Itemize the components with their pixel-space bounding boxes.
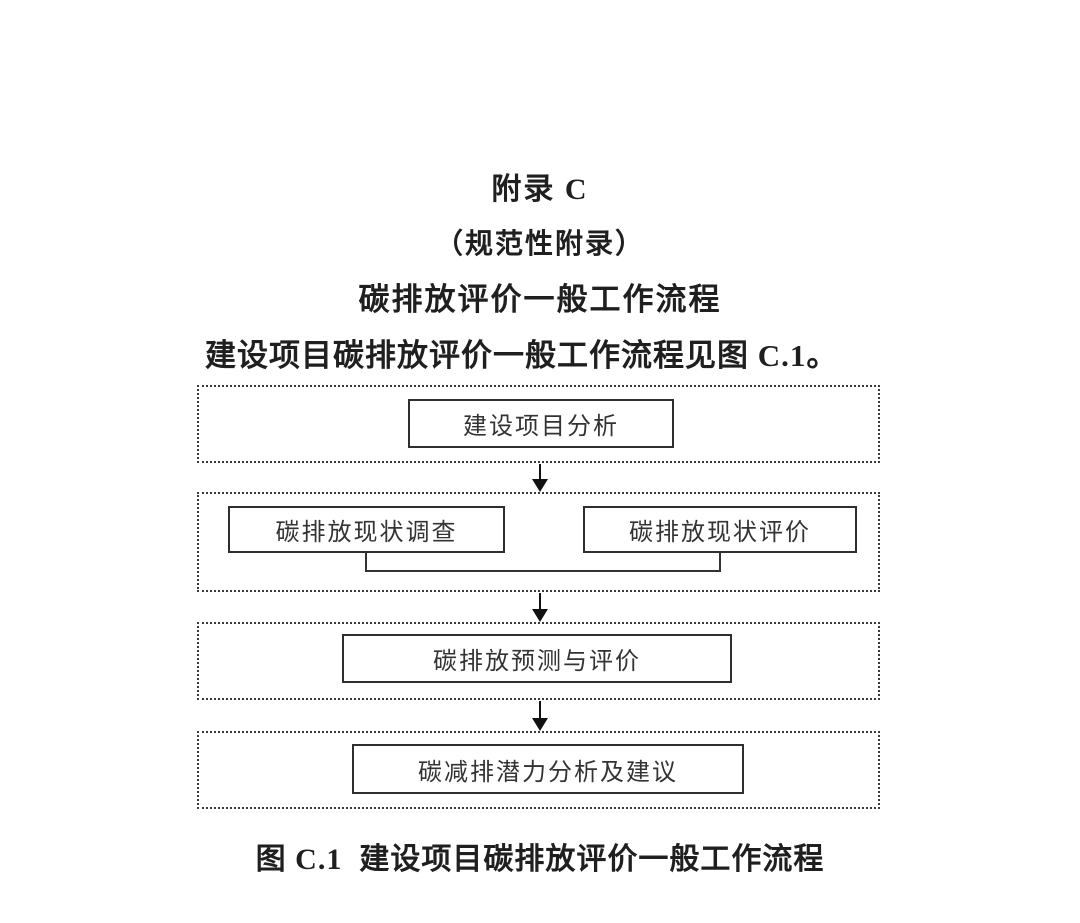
- merge-connector-horizontal-line: [365, 570, 721, 572]
- appendix-title: 附录 C: [491, 173, 589, 206]
- flow-stage-container-2: [197, 492, 880, 592]
- down-arrow-icon: [532, 593, 548, 622]
- arrow-head: [532, 479, 548, 492]
- figure-caption: 图 C.1 建设项目碳排放评价一般工作流程: [255, 843, 825, 876]
- merge-connector-right-line: [719, 553, 721, 572]
- flow-stage-container-3: [197, 622, 880, 700]
- appendix-normative-note: （规范性附录）: [434, 229, 645, 260]
- section-title: 碳排放评价一般工作流程: [358, 282, 722, 317]
- merge-connector-left-line: [365, 553, 367, 572]
- arrow-head: [532, 718, 548, 731]
- arrow-head: [532, 609, 548, 622]
- flow-box-status-survey: 碳排放现状调查: [228, 506, 505, 553]
- down-arrow-icon: [532, 464, 548, 492]
- flow-stage-container-4: [197, 731, 880, 809]
- flow-box-reduction-potential: 碳减排潜力分析及建议: [352, 744, 744, 794]
- flow-box-prediction-evaluation: 碳排放预测与评价: [342, 634, 732, 683]
- intro-paragraph: 建设项目碳排放评价一般工作流程见图 C.1。: [205, 338, 839, 373]
- down-arrow-icon: [532, 701, 548, 731]
- arrow-shaft: [539, 701, 541, 718]
- arrow-shaft: [539, 464, 541, 479]
- flow-box-project-analysis: 建设项目分析: [408, 399, 674, 448]
- flow-box-status-evaluation: 碳排放现状评价: [583, 506, 857, 553]
- flow-stage-container-1: [197, 385, 880, 463]
- arrow-shaft: [539, 593, 541, 609]
